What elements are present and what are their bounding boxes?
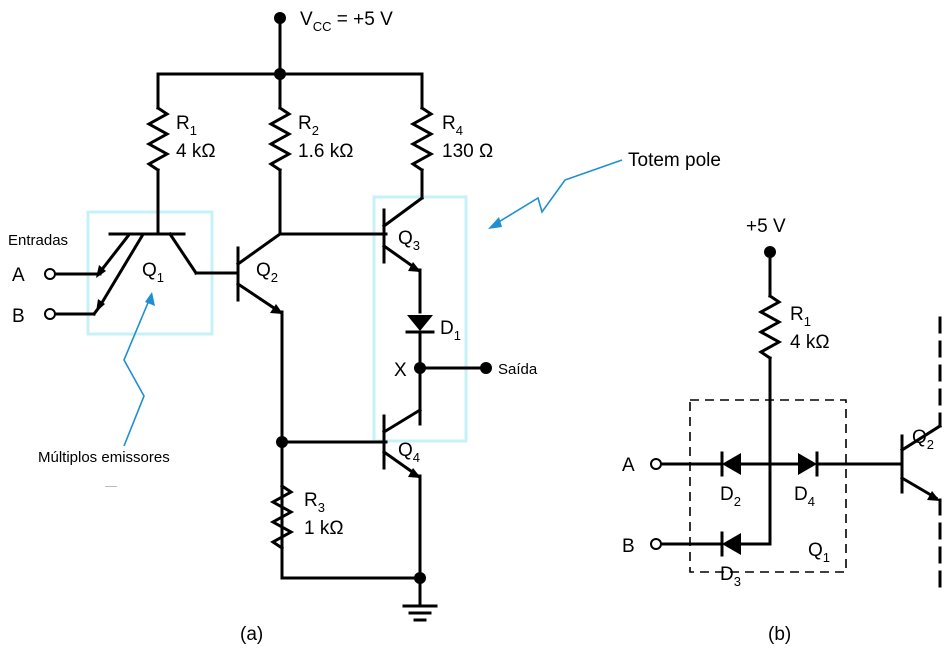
d2-label: D [720, 484, 734, 505]
r4-resistor-symbol [409, 105, 435, 173]
vcc-terminal [274, 12, 286, 24]
d3-diode-symbol [722, 533, 741, 555]
totem-pole-callout-arrow [491, 159, 623, 227]
circuit-b-wiring [660, 250, 943, 592]
r2-value: 1.6 kΩ [298, 141, 353, 162]
b-supply-terminal [764, 246, 776, 258]
ground-junction [414, 572, 426, 584]
svg-text:VCC = +5 V: VCC = +5 V [300, 9, 393, 34]
q3-label: Q [398, 228, 413, 249]
r2-resistor-symbol [267, 105, 293, 173]
node-x-junction [414, 362, 426, 374]
r3-value: 1 kΩ [304, 518, 344, 539]
q2-label: Q [256, 260, 271, 281]
multi-emitter-callout-arrow [123, 297, 151, 447]
input-b-terminal[interactable] [44, 308, 56, 320]
svg-text:R4: R4 [442, 113, 463, 138]
r2-label: R [298, 113, 312, 134]
r3-resistor-symbol [269, 483, 295, 551]
b-r1-resistor-symbol [757, 293, 783, 361]
node-x-label: X [394, 360, 407, 381]
svg-text:D1: D1 [440, 318, 461, 343]
d4-label: D [794, 484, 808, 505]
svg-text:Q2: Q2 [256, 260, 278, 285]
b-input-a-label: A [622, 455, 635, 476]
b-supply-label: +5 V [746, 216, 786, 237]
r1-resistor-symbol [145, 105, 171, 173]
vcc-junction [274, 68, 286, 80]
d1-label: D [440, 318, 454, 339]
b-input-a-terminal[interactable] [650, 458, 662, 470]
svg-text:Q1: Q1 [808, 540, 830, 565]
b-input-b-label: B [622, 536, 635, 557]
r4-label: R [442, 113, 456, 134]
multi-emitter-label: Múltiplos emissores [38, 449, 170, 466]
svg-text:R1: R1 [790, 304, 811, 329]
b-input-b-terminal[interactable] [650, 538, 662, 550]
q4-label: Q [398, 440, 413, 461]
svg-text:R1: R1 [176, 113, 197, 138]
svg-text:D2: D2 [720, 484, 741, 509]
inputs-label: Entradas [8, 232, 68, 249]
d3-label: D [720, 564, 734, 585]
b-q1-dashed-box [689, 399, 847, 573]
b-q2-label: Q [912, 427, 927, 448]
b-q1-label: Q [808, 540, 823, 561]
svg-text:R3: R3 [304, 490, 325, 515]
output-label: Saída [498, 361, 538, 378]
input-a-terminal[interactable] [44, 268, 56, 280]
svg-text:R2: R2 [298, 113, 319, 138]
input-b-label: B [12, 306, 25, 327]
d4-diode-symbol [798, 453, 817, 475]
vcc-label: V [300, 9, 313, 30]
r3-label: R [304, 490, 318, 511]
svg-text:Q4: Q4 [398, 440, 420, 465]
r1-label: R [176, 113, 190, 134]
totem-pole-highlight-box [372, 195, 468, 443]
svg-text:D3: D3 [720, 564, 741, 589]
output-terminal[interactable] [480, 362, 492, 374]
svg-text:D4: D4 [794, 484, 815, 509]
r4-value: 130 Ω [442, 141, 493, 162]
svg-text:Q1: Q1 [142, 260, 164, 285]
q1-label: Q [142, 260, 157, 281]
b-r1-value: 4 kΩ [790, 332, 830, 353]
svg-text:Q2: Q2 [912, 427, 934, 452]
input-a-label: A [12, 265, 25, 286]
b-r1-label: R [790, 304, 804, 325]
caption-a: (a) [240, 624, 263, 645]
caption-b: (b) [768, 624, 791, 645]
r1-value: 4 kΩ [176, 141, 216, 162]
q2-emitter-junction [276, 436, 288, 448]
totem-pole-label: Totem pole [628, 150, 721, 171]
d1-diode-symbol [407, 315, 433, 331]
d2-diode-symbol [722, 453, 741, 475]
svg-text:Q3: Q3 [398, 228, 420, 253]
circuit-a-wiring [44, 16, 492, 622]
